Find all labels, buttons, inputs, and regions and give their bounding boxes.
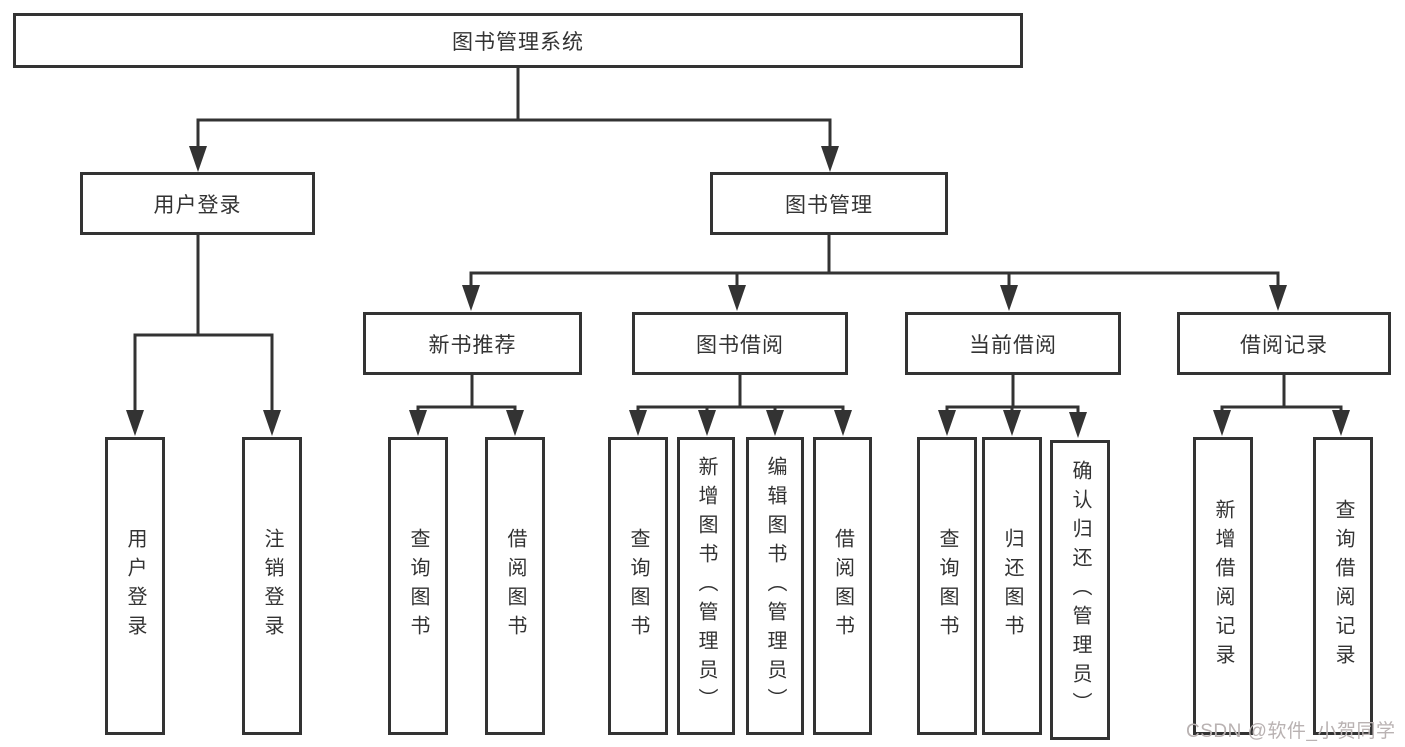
node-label: 注销登录 [261,528,283,644]
node-new-book-recommendation: 新书推荐 [363,312,582,375]
node-label: 当前借阅 [969,333,1057,357]
node-label: 查询借阅记录 [1332,499,1354,673]
node-label: 新书推荐 [428,333,517,357]
leaf-borrow-books-newbook: 借阅图书 [485,437,545,735]
leaf-query-books-current: 查询图书 [917,437,977,735]
node-label: 借阅记录 [1240,333,1328,357]
node-label: 图书管理 [785,193,873,217]
leaf-add-books-admin: 新增图书（管理员） [677,437,735,735]
arrowheads [126,146,1350,438]
node-label: 用户登录 [153,193,242,217]
node-current-borrowing: 当前借阅 [905,312,1121,375]
node-label: 借阅图书 [504,528,526,644]
csdn-watermark: CSDN @软件_小贺同学 [1186,721,1396,742]
leaf-query-books-newbook: 查询图书 [388,437,448,735]
leaf-user-login: 用户登录 [105,437,165,735]
node-label: 归还图书 [1001,528,1023,644]
leaf-add-borrow-record: 新增借阅记录 [1193,437,1253,735]
node-label: 借阅图书 [831,528,854,644]
node-label: 图书借阅 [696,333,784,357]
node-label: 查询图书 [627,528,649,644]
node-borrowing-records: 借阅记录 [1177,312,1391,375]
leaf-confirm-return-admin: 确认归还（管理员） [1050,440,1110,740]
node-label: 用户登录 [124,528,146,644]
node-library-management-system: 图书管理系统 [13,13,1023,68]
leaf-query-books-borrow: 查询图书 [608,437,668,735]
leaf-query-borrow-record: 查询借阅记录 [1313,437,1373,735]
node-label: 新增借阅记录 [1212,499,1234,673]
node-book-management: 图书管理 [710,172,948,235]
leaf-edit-books-admin: 编辑图书（管理员） [746,437,804,735]
node-label: 新增图书（管理员） [695,455,717,717]
node-label: 编辑图书（管理员） [764,455,786,717]
node-book-borrowing: 图书借阅 [632,312,848,375]
node-label: 查询图书 [936,528,958,644]
node-label: 查询图书 [407,528,429,644]
leaf-logout: 注销登录 [242,437,302,735]
leaf-borrow-books: 借阅图书 [813,437,872,735]
leaf-return-books: 归还图书 [982,437,1042,735]
node-label: 图书管理系统 [452,30,584,54]
node-label: 确认归还（管理员） [1069,459,1091,721]
node-user-login: 用户登录 [80,172,315,235]
